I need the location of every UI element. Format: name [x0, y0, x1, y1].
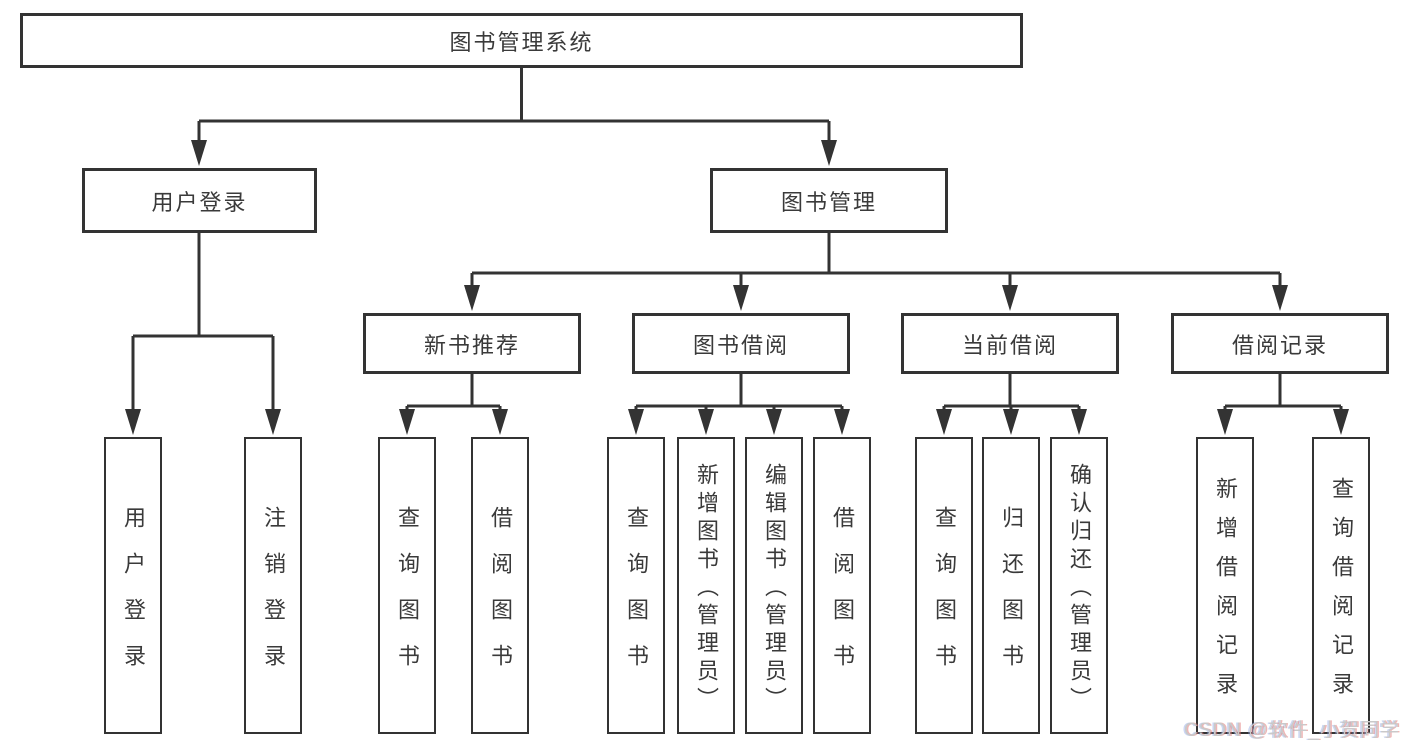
- node-book-borrowing: 图书借阅: [632, 313, 850, 374]
- node-label: 新书推荐: [423, 332, 520, 358]
- leaf-label: 用户登录: [121, 505, 146, 690]
- leaf-label: 新增借阅记录: [1213, 477, 1238, 711]
- leaf-add-borrow-record: 新增借阅记录: [1196, 437, 1254, 734]
- leaf-label: 查询图书: [932, 505, 957, 690]
- node-label: 当前借阅: [961, 332, 1058, 358]
- leaf-query-books-current: 查询图书: [915, 437, 973, 734]
- arrowhead-icon: [125, 140, 1349, 435]
- leaf-logout: 注销登录: [244, 437, 302, 734]
- leaf-return-books: 归还图书: [982, 437, 1040, 734]
- leaf-query-books-recommend: 查询图书: [378, 437, 436, 734]
- leaf-label: 归还图书: [999, 505, 1024, 690]
- node-user-login: 用户登录: [82, 168, 317, 233]
- leaf-query-borrow-record: 查询借阅记录: [1312, 437, 1370, 734]
- leaf-label: 新增图书（管理员）: [694, 462, 719, 715]
- leaf-confirm-return-admin: 确认归还（管理员）: [1050, 437, 1108, 734]
- csdn-watermark: CSDN @软件_小贺同学: [1184, 720, 1400, 741]
- node-borrowing-records: 借阅记录: [1171, 313, 1389, 374]
- node-new-book-recommendation: 新书推荐: [363, 313, 581, 374]
- leaf-query-books-borrow: 查询图书: [607, 437, 665, 734]
- node-label: 图书借阅: [692, 332, 789, 358]
- leaf-borrow-books: 借阅图书: [813, 437, 871, 734]
- leaf-label: 借阅图书: [488, 505, 513, 690]
- leaf-label: 查询借阅记录: [1329, 477, 1354, 711]
- node-book-management: 图书管理: [710, 168, 948, 233]
- leaf-label: 编辑图书（管理员）: [762, 462, 787, 715]
- node-library-management-system: 图书管理系统: [20, 13, 1023, 68]
- leaf-edit-books-admin: 编辑图书（管理员）: [745, 437, 803, 734]
- node-label: 图书管理系统: [449, 29, 594, 55]
- node-label: 用户登录: [151, 189, 248, 215]
- connector-line-group: [131, 68, 1343, 412]
- leaf-user-login: 用户登录: [104, 437, 162, 734]
- leaf-label: 确认归还（管理员）: [1067, 462, 1092, 715]
- leaf-label: 查询图书: [395, 505, 420, 690]
- leaf-label: 借阅图书: [830, 505, 855, 690]
- node-current-borrowing: 当前借阅: [901, 313, 1119, 374]
- leaf-borrow-books-recommend: 借阅图书: [471, 437, 529, 734]
- node-label: 图书管理: [780, 189, 877, 215]
- node-label: 借阅记录: [1231, 332, 1328, 358]
- leaf-add-books-admin: 新增图书（管理员）: [677, 437, 735, 734]
- leaf-label: 注销登录: [261, 505, 286, 690]
- leaf-label: 查询图书: [624, 505, 649, 690]
